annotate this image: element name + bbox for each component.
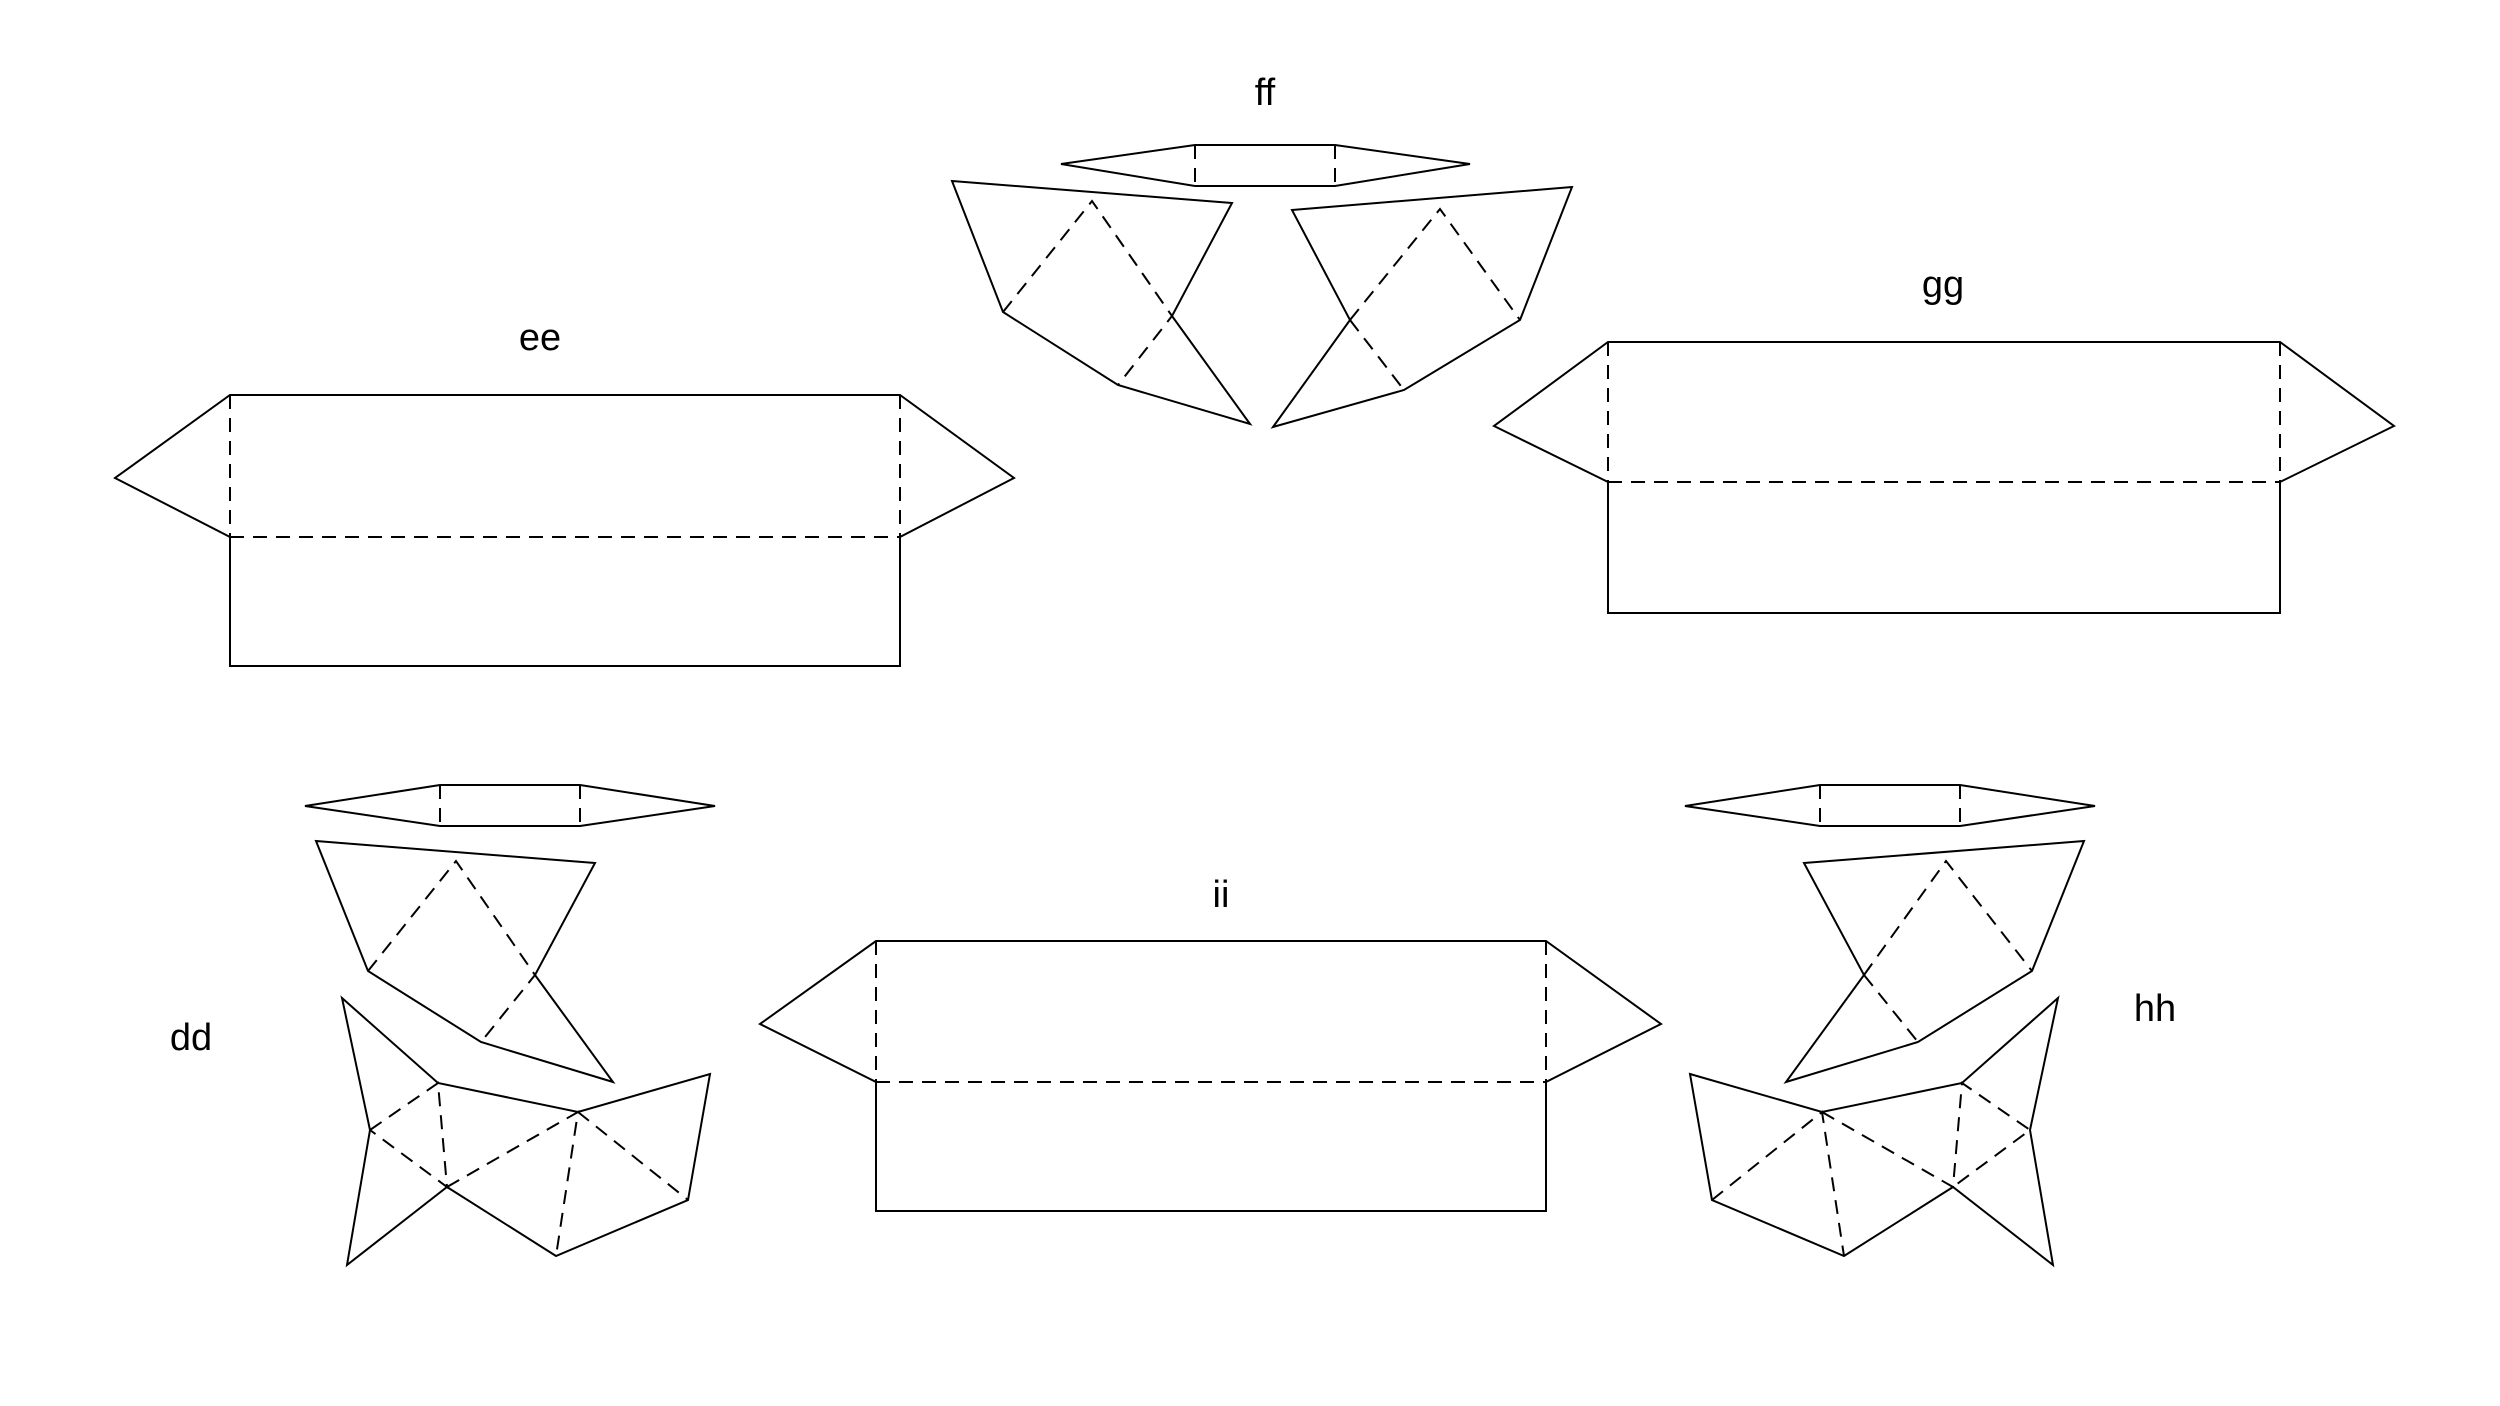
label-ee: ee: [519, 317, 561, 359]
label-gg: gg: [1922, 264, 1964, 306]
net-ii: [758, 940, 1663, 1212]
label-ff: ff: [1255, 72, 1276, 114]
net-dd: [304, 784, 716, 1268]
net-gg: [1492, 341, 2396, 614]
label-ii: ii: [1213, 874, 1230, 916]
net-ff: [950, 144, 1574, 429]
label-dd: dd: [170, 1017, 212, 1059]
net-hh: [1684, 784, 2096, 1268]
label-hh: hh: [2134, 988, 2176, 1030]
net-ee: [113, 394, 1016, 667]
